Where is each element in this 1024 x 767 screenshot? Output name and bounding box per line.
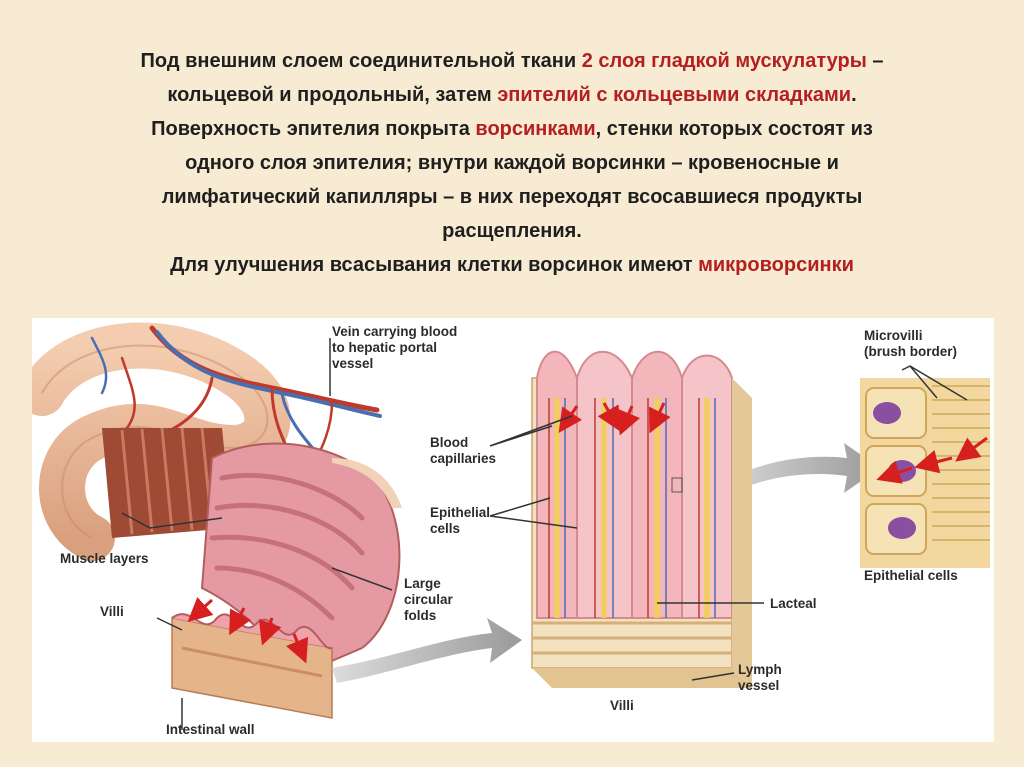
text-line-3: Поверхность эпителия покрыта ворсинками,… — [40, 112, 984, 146]
label-vein: Vein carrying blood to hepatic portal ve… — [332, 324, 457, 372]
text-span: Поверхность эпителия покрыта — [151, 118, 475, 140]
text-line-6: расщепления. — [40, 214, 984, 248]
highlight-villi: ворсинками — [475, 118, 595, 140]
text-span: кольцевой и продольный, затем — [167, 84, 497, 106]
slide-text: Под внешним слоем соединительной ткани 2… — [40, 44, 984, 282]
epithelial-cells-panel — [860, 378, 990, 568]
label-microvilli: Microvilli (brush border) — [864, 328, 957, 360]
intestinal-wall-block — [172, 614, 332, 718]
text-span: Для улучшения всасывания клетки ворсинок… — [170, 254, 698, 276]
label-epithelial-cells-right: Epithelial cells — [864, 568, 958, 584]
text-line-4: одного слоя эпителия; внутри каждой ворс… — [40, 146, 984, 180]
highlight-epithelium: эпителий с кольцевыми складками — [497, 84, 851, 106]
label-lacteal: Lacteal — [770, 596, 817, 612]
highlight-muscle-layers: 2 слоя гладкой мускулатуры — [582, 50, 867, 72]
villi-block — [532, 352, 752, 688]
highlight-microvilli: микроворсинки — [698, 254, 854, 276]
intestine-diagram: Vein carrying blood to hepatic portal ve… — [32, 318, 994, 742]
text-line-5: лимфатический капилляры – в них переходя… — [40, 180, 984, 214]
label-lymph-vessel: Lymph vessel — [738, 662, 782, 694]
label-muscle-layers: Muscle layers — [60, 551, 149, 567]
label-blood-capillaries: Blood capillaries — [430, 435, 496, 467]
text-span: Под внешним слоем соединительной ткани — [141, 50, 582, 72]
text-line-2: кольцевой и продольный, затем эпителий с… — [40, 78, 984, 112]
label-large-folds: Large circular folds — [404, 576, 453, 624]
text-span: . — [851, 84, 857, 106]
label-villi-mid: Villi — [610, 698, 634, 714]
text-line-7: Для улучшения всасывания клетки ворсинок… — [40, 248, 984, 282]
label-epithelial-cells-mid: Epithelial cells — [430, 505, 490, 537]
label-intestinal-wall: Intestinal wall — [166, 722, 255, 738]
diagram-drawing — [32, 318, 994, 742]
text-line-1: Под внешним слоем соединительной ткани 2… — [40, 44, 984, 78]
text-span: , стенки которых состоят из — [596, 118, 873, 140]
text-span: – — [867, 50, 884, 72]
label-villi-left: Villi — [100, 604, 124, 620]
